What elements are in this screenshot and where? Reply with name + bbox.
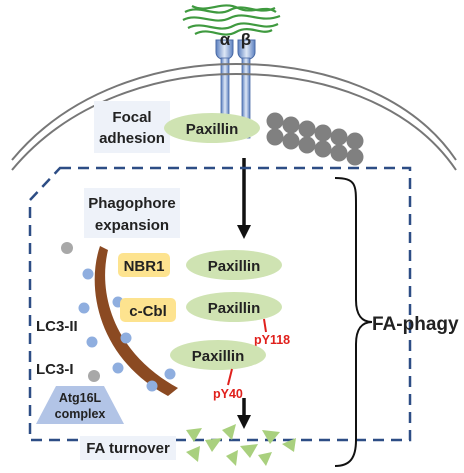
fa-turnover-label: FA turnover <box>86 440 170 457</box>
phagophore-label-bg <box>84 188 180 238</box>
paxillin-fragments <box>186 424 296 466</box>
paxillin-cbl-bound-label: Paxillin <box>208 300 261 317</box>
paxillin-cbl-bound <box>186 292 282 322</box>
cbl-adaptor <box>120 298 176 322</box>
ecm-fibers <box>182 4 281 36</box>
fa-phagy-brace <box>334 177 373 467</box>
atg16l-label-line1: Atg16L <box>59 391 102 405</box>
paxillin-pY40 <box>170 340 266 370</box>
paxillin-focal-adhesion-label: Paxillin <box>186 121 239 138</box>
paxillin-nbr1-bound-label: Paxillin <box>208 258 261 275</box>
lc3-i-label: LC3-I <box>36 361 74 378</box>
phagophore-label-line2: expansion <box>95 217 169 234</box>
atg16l-complex <box>36 386 124 424</box>
atg16l-label-line2: complex <box>55 407 106 421</box>
focal-adhesion-label-line1: Focal <box>112 109 151 126</box>
integrin-beta-label: β <box>241 30 251 49</box>
actin-filament <box>266 112 364 166</box>
lc3-i-dot <box>88 370 100 382</box>
nbr1-label: NBR1 <box>124 258 165 275</box>
focal-adhesion-label-bg <box>94 101 170 153</box>
pY118-tick <box>263 318 267 333</box>
nbr1-adaptor <box>118 253 170 277</box>
lc3-ii-label: LC3-II <box>36 318 78 335</box>
cbl-label: c-Cbl <box>129 303 167 320</box>
integrin: α β <box>215 30 256 139</box>
integrin-alpha-label: α <box>220 30 231 49</box>
phagophore-label-line1: Phagophore <box>88 195 176 212</box>
paxillin-focal-adhesion <box>164 113 260 143</box>
fa-phagy-label: FA-phagy <box>372 314 459 335</box>
pY118-label: pY118 <box>254 333 290 347</box>
lc3-free-dot-top <box>61 242 73 254</box>
focal-adhesion-label-line2: adhesion <box>99 130 165 147</box>
lc3-ii-dots <box>78 268 176 392</box>
plasma-membrane <box>11 62 457 171</box>
paxillin-pY40-label: Paxillin <box>192 348 245 365</box>
paxillin-nbr1-bound <box>186 250 282 280</box>
pY40-tick <box>227 368 233 386</box>
fa-turnover-label-bg <box>80 436 176 460</box>
pY40-label: pY40 <box>213 387 243 401</box>
phagophore-membrane <box>94 246 178 396</box>
